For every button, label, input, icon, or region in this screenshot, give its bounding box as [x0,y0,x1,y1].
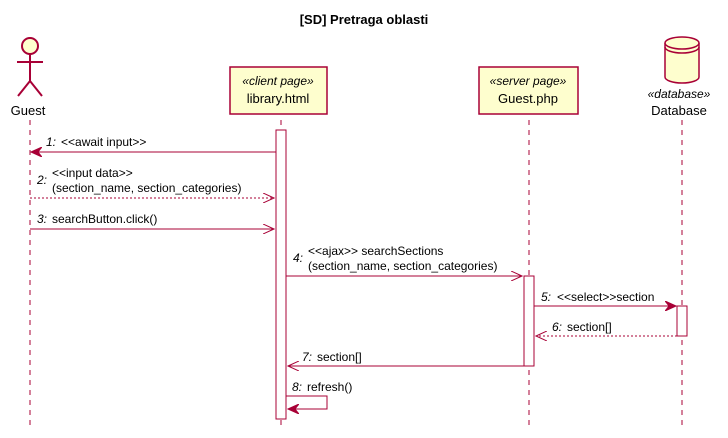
activation-library [275,129,287,420]
message-2-label-line2: (section_name, section_categories) [52,181,241,195]
message-1-label: <<await input>> [61,135,146,149]
message-8-label: refresh() [307,380,352,394]
library-stereotype: «client page» [242,74,314,88]
message-7-label: section[] [317,350,362,364]
database-name: Database [651,103,707,118]
participant-server: «server page» Guest.php [478,66,579,115]
server-name: Guest.php [498,91,558,106]
message-7-number: 7: [302,350,312,364]
message-5-number: 5: [541,290,551,304]
message-1-number: 1: [46,135,56,149]
message-3-number: 3: [37,212,47,226]
message-2-label-line1: <<input data>> [52,166,133,180]
message-4-label-line1: <<ajax>> searchSections [308,244,443,258]
message-6-number: 6: [552,320,562,334]
message-5-label: <<select>>section [557,290,654,304]
database-icon [664,36,700,84]
message-4-label-line2: (section_name, section_categories) [308,259,497,273]
activation-database [676,305,688,337]
server-stereotype: «server page» [490,74,567,88]
message-6-label: section[] [567,320,612,334]
message-4-number: 4: [293,251,303,265]
message-8-arrow [286,395,328,409]
guest-actor-icon [17,37,43,97]
library-name: library.html [247,91,310,106]
message-2-number: 2: [36,173,47,187]
activation-server [523,275,535,367]
diagram-title: [SD] Pretraga oblasti [300,12,429,27]
guest-label: Guest [11,103,46,118]
message-3-label: searchButton.click() [52,212,157,226]
database-stereotype: «database» [648,87,711,101]
message-8-number: 8: [292,380,302,394]
participant-library: «client page» library.html [229,66,328,115]
